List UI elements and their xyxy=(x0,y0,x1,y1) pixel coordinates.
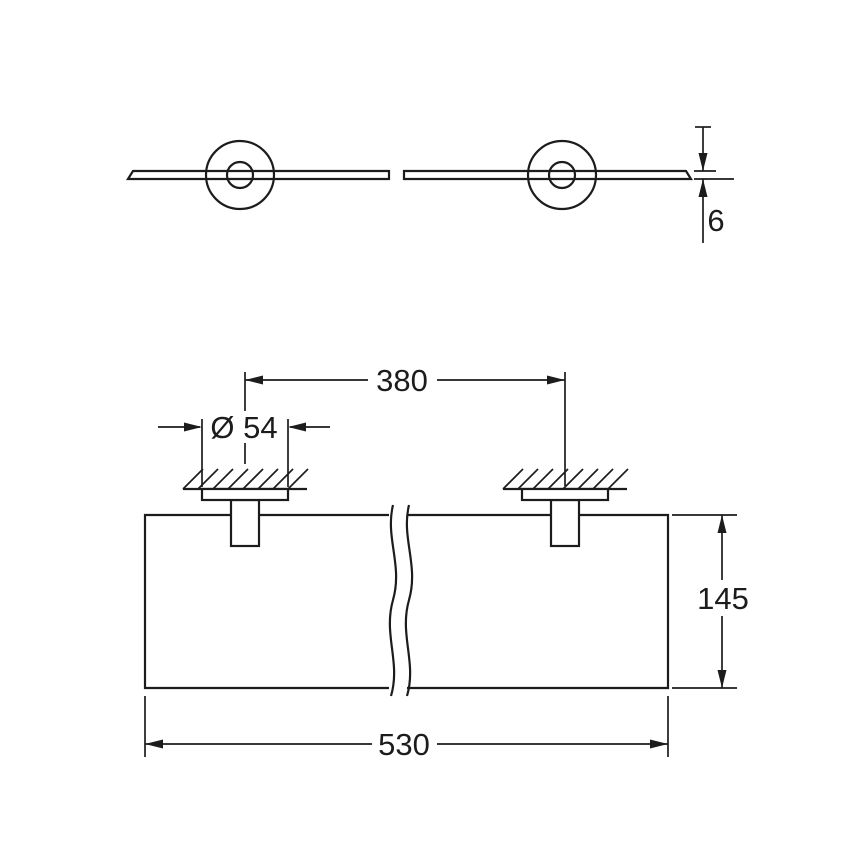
mount-plate-left xyxy=(200,487,290,502)
flange-inner-circle-right xyxy=(547,160,577,190)
arrow-right-icon xyxy=(547,375,565,385)
arrow-right-icon xyxy=(184,422,202,432)
arrow-up-icon xyxy=(717,515,727,533)
arrow-left-icon xyxy=(288,422,306,432)
mount-stem-left xyxy=(229,498,261,548)
front-view: 380 Ø 54 145 xyxy=(143,363,749,762)
break-line-right xyxy=(404,504,414,697)
shelf-edge-left-segment xyxy=(126,169,391,181)
mount-diameter-label: Ø 54 xyxy=(210,410,277,445)
dimension-height: 145 xyxy=(672,514,749,689)
side-view: 6 xyxy=(126,126,734,243)
mount-stem-right xyxy=(549,498,581,548)
flange-inner-circle-left xyxy=(225,160,255,190)
dimension-mount-spacing: 380 xyxy=(244,363,566,486)
break-line-left xyxy=(388,504,398,697)
thickness-label: 6 xyxy=(707,203,724,238)
height-label: 145 xyxy=(697,581,749,616)
shelf-body-right xyxy=(407,513,670,690)
shelf-edge-right-segment xyxy=(402,169,693,181)
mount-plate-right xyxy=(520,487,610,502)
arrow-left-icon xyxy=(145,739,163,749)
arrow-left-icon xyxy=(245,375,263,385)
mount-spacing-label: 380 xyxy=(376,363,428,398)
arrow-right-icon xyxy=(650,739,668,749)
width-label: 530 xyxy=(378,727,430,762)
arrow-down-icon xyxy=(717,670,727,688)
arrow-down-icon xyxy=(698,153,708,171)
wall-hatch-right xyxy=(502,468,629,490)
dimension-mount-diameter: Ø 54 xyxy=(158,410,330,487)
dimension-thickness: 6 xyxy=(694,126,734,243)
flange-outer-circle-right xyxy=(526,139,598,211)
arrow-up-icon xyxy=(698,179,708,197)
mount-right xyxy=(520,487,610,548)
shelf-body-left xyxy=(143,513,389,690)
flange-outer-circle-left xyxy=(204,139,276,211)
mount-left xyxy=(200,487,290,548)
dimension-width: 530 xyxy=(144,696,669,762)
